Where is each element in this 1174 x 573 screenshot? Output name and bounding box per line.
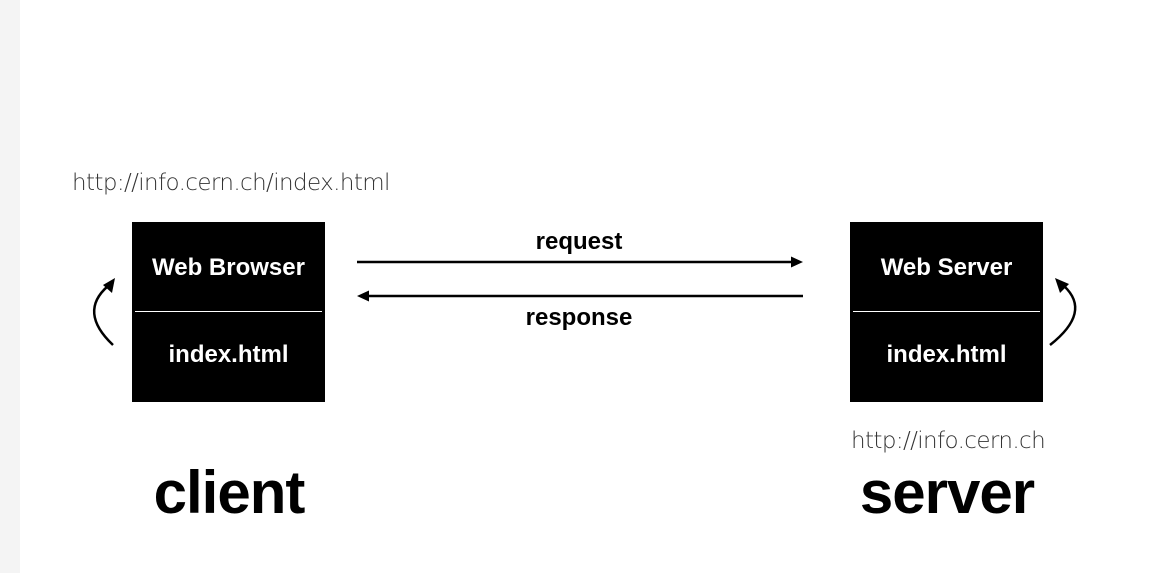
- server-box-title: Web Server: [880, 254, 1013, 281]
- diagram-canvas: http://info.cern.ch/index.html Web Brows…: [20, 0, 1174, 573]
- client-label: client: [153, 459, 306, 526]
- server-box: Web Server index.html: [850, 222, 1043, 402]
- client-box-file: index.html: [168, 341, 289, 368]
- response-label: response: [525, 304, 633, 331]
- request-label: request: [535, 228, 623, 255]
- server-box-divider: [853, 311, 1040, 312]
- server-label: server: [859, 459, 1035, 526]
- client-box: Web Browser index.html: [132, 222, 325, 402]
- server-box-file: index.html: [886, 341, 1007, 368]
- server-url: http://info.cern.ch: [851, 428, 1046, 454]
- response-arrow: [357, 290, 803, 302]
- arrows-layer: [92, 256, 1077, 346]
- server-reload-arrow-icon: [1049, 278, 1077, 346]
- request-arrow: [357, 256, 803, 268]
- client-box-title: Web Browser: [152, 254, 305, 281]
- client-reload-arrow-icon: [92, 278, 115, 346]
- client-box-divider: [135, 311, 322, 312]
- client-url: http://info.cern.ch/index.html: [72, 170, 390, 196]
